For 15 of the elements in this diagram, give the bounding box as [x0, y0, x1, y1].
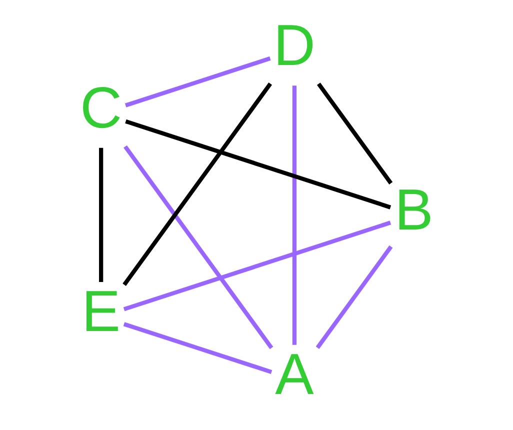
connector: [315, 245, 392, 349]
connector: [316, 82, 392, 184]
connector: [98, 148, 103, 282]
node-text: A: [274, 342, 314, 407]
node-text: E: [81, 280, 120, 344]
node-text: D: [273, 14, 315, 78]
connector: [122, 82, 272, 286]
connector: [124, 56, 270, 108]
connector: [292, 86, 296, 345]
node-text: B: [394, 178, 433, 242]
connector: [122, 220, 391, 312]
node-text: C: [80, 76, 122, 141]
connector: [122, 322, 272, 374]
connector: [124, 119, 391, 210]
connector: [123, 145, 273, 350]
